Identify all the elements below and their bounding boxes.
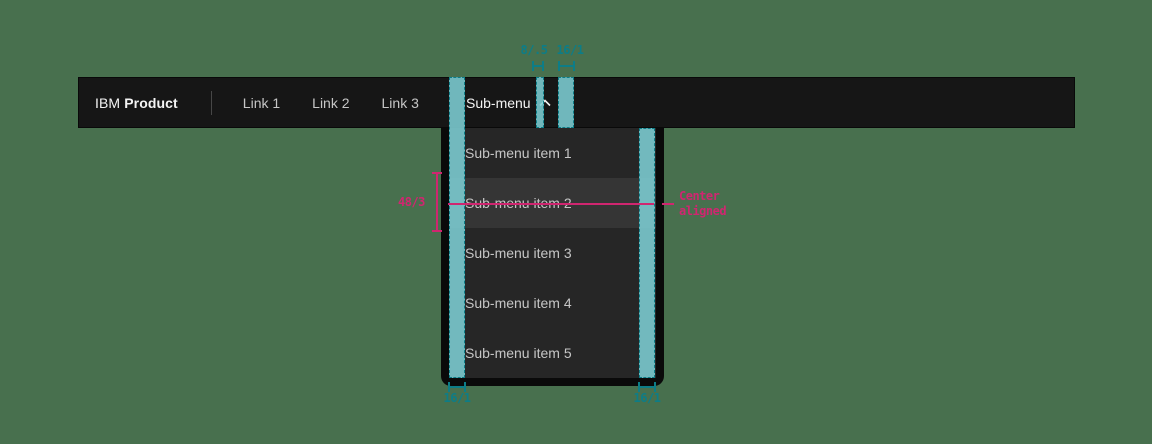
spacing-overlay-icon-gap — [536, 77, 544, 128]
menu-item-5[interactable]: Sub-menu item 5 — [465, 345, 572, 361]
nav-link-1[interactable]: Link 1 — [242, 94, 281, 111]
header-nav: Link 1 Link 2 Link 3 — [227, 78, 435, 127]
menu-item-3[interactable]: Sub-menu item 3 — [465, 245, 572, 261]
measure-label-row-height: 48/3 — [398, 195, 425, 209]
alignment-callout-line2: aligned — [679, 204, 727, 218]
alignment-callout-label: Center aligned — [679, 189, 727, 219]
submenu-panel-shadow: Sub-menu item 1 Sub-menu item 2 Sub-menu… — [441, 128, 664, 386]
measure-label-icon-gap: 8/.5 — [520, 43, 548, 57]
nav-link-2[interactable]: Link 2 — [312, 94, 350, 111]
submenu-panel: Sub-menu item 1 Sub-menu item 2 Sub-menu… — [449, 128, 656, 378]
alignment-callout-line1: Center — [679, 189, 720, 203]
measure-label-right-padding: 16/1 — [556, 43, 584, 57]
spacing-overlay-left-padding — [449, 77, 465, 378]
menu-item-1[interactable]: Sub-menu item 1 — [465, 145, 572, 161]
measure-beam-row-height — [432, 172, 442, 232]
measure-beam-menu-right-padding — [638, 382, 656, 392]
measure-beam-right-padding — [558, 61, 575, 71]
baseline-callout-line — [448, 203, 654, 205]
baseline-callout-dash — [662, 203, 674, 205]
measure-beam-icon-gap — [532, 61, 544, 71]
spacing-overlay-menu-right-padding — [639, 128, 655, 378]
measure-beam-menu-left-padding — [448, 382, 466, 392]
submenu-label: Sub-menu — [466, 94, 531, 111]
nav-link-3[interactable]: Link 3 — [381, 94, 419, 111]
app-header: IBM Product Link 1 Link 2 Link 3 Sub-men… — [78, 77, 1075, 128]
submenu-trigger[interactable]: Sub-menu — [450, 78, 567, 127]
menu-item-4[interactable]: Sub-menu item 4 — [465, 295, 572, 311]
brand-title[interactable]: IBM Product — [79, 95, 178, 111]
spacing-overlay-right-padding — [558, 77, 574, 128]
measure-label-menu-left-padding: 16/1 — [443, 391, 471, 405]
header-divider — [210, 90, 212, 115]
brand-name: Product — [124, 94, 178, 111]
brand-prefix: IBM — [95, 94, 121, 111]
measure-label-menu-right-padding: 16/1 — [633, 391, 661, 405]
